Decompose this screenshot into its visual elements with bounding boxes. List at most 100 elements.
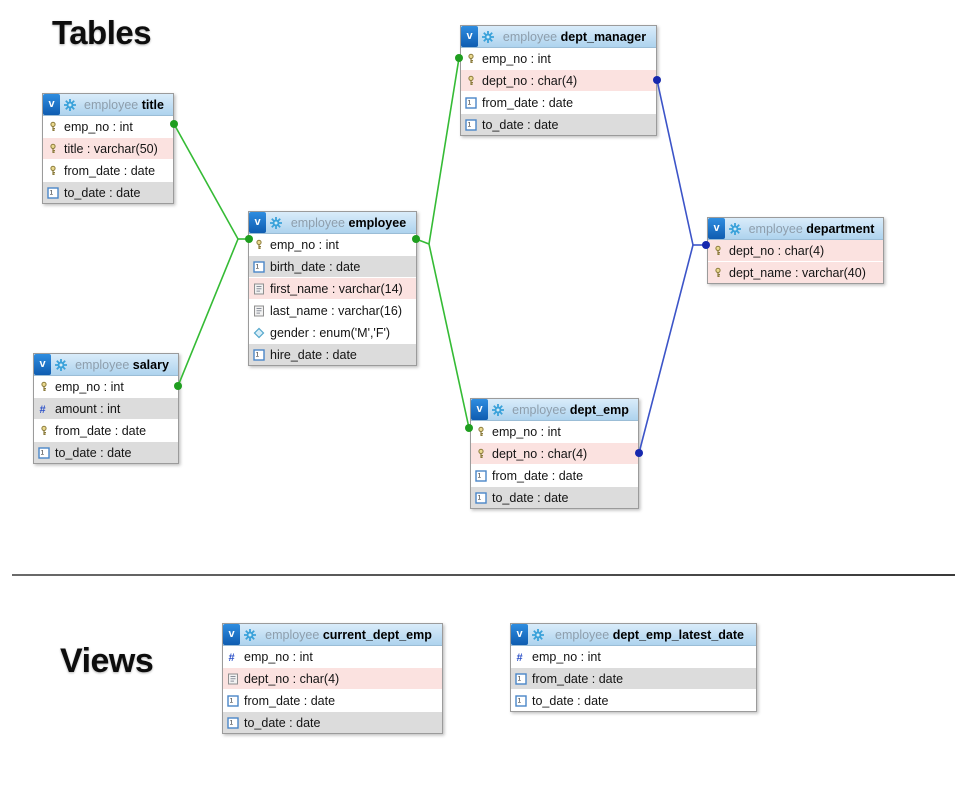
calendar-icon: 1 — [475, 469, 487, 482]
view-structure-toggle-icon[interactable]: v — [511, 624, 528, 645]
key-icon — [38, 425, 50, 437]
key-icon — [47, 143, 59, 155]
svg-text:1: 1 — [468, 121, 472, 128]
column-row: last_name : varchar(16) — [249, 300, 416, 322]
table-card-title[interactable]: v employee title emp_no : int title : varch… — [42, 93, 174, 204]
schema-name: employee — [502, 29, 558, 44]
calendar-icon: 1 — [475, 491, 487, 504]
svg-text:1: 1 — [50, 189, 54, 196]
view-structure-toggle-icon[interactable]: v — [249, 212, 266, 233]
hash-icon: # — [515, 651, 527, 664]
column-row: 1 to_date : date — [43, 182, 173, 203]
schema-name: employee — [555, 627, 610, 642]
svg-text:1: 1 — [256, 263, 260, 270]
view-structure-toggle-icon[interactable]: v — [708, 218, 725, 239]
key-icon — [47, 165, 59, 177]
column-label: emp_no : int — [482, 51, 551, 66]
column-row: from_date : date — [34, 420, 178, 442]
view-card-dept_emp_latest_date[interactable]: v employee dept_emp_latest_date #emp_no : … — [510, 623, 757, 712]
table-name: dept_emp — [569, 402, 629, 417]
table-title: employee current_dept_emp — [257, 628, 442, 642]
table-card-salary[interactable]: v employee salary emp_no : int #amount : in… — [33, 353, 179, 464]
table-name: department — [806, 221, 875, 236]
table-title: employee dept_emp_latest_date — [545, 628, 756, 642]
gear-icon[interactable] — [481, 30, 495, 44]
table-name: dept_manager — [560, 29, 647, 44]
gear-icon[interactable] — [269, 216, 283, 230]
column-label: title : varchar(50) — [64, 141, 158, 156]
view-structure-toggle-icon[interactable]: v — [461, 26, 478, 47]
schema-name: employee — [748, 221, 803, 236]
column-row: dept_no : char(4) — [471, 443, 638, 465]
view-structure-toggle-icon[interactable]: v — [223, 624, 240, 645]
column-row: emp_no : int — [471, 421, 638, 443]
key-icon — [475, 426, 487, 438]
calendar-icon: 1 — [227, 716, 239, 729]
column-row: gender : enum('M','F') — [249, 322, 416, 344]
schema-name: employee — [84, 97, 139, 112]
view-structure-toggle-icon[interactable]: v — [471, 399, 488, 420]
view-structure-toggle-icon[interactable]: v — [34, 354, 51, 375]
column-label: last_name : varchar(16) — [270, 303, 403, 318]
column-row: emp_no : int — [249, 234, 416, 256]
gear-icon[interactable] — [728, 222, 742, 236]
relationship-line — [428, 243, 470, 429]
table-header[interactable]: v employee dept_emp_latest_date — [511, 624, 756, 646]
column-label: emp_no : int — [55, 379, 124, 394]
column-row: 1 from_date : date — [471, 465, 638, 487]
table-card-dept_manager[interactable]: v employee dept_manager emp_no : int dept_n… — [460, 25, 657, 136]
gear-icon[interactable] — [54, 358, 68, 372]
table-name: employee — [348, 215, 407, 230]
column-row: from_date : date — [43, 160, 173, 182]
svg-text:1: 1 — [478, 472, 482, 479]
calendar-icon: 1 — [253, 260, 265, 273]
text-icon — [253, 283, 265, 295]
gear-icon[interactable] — [491, 403, 505, 417]
column-row: emp_no : int — [43, 116, 173, 138]
table-header[interactable]: v employee current_dept_emp — [223, 624, 442, 646]
relationship-line — [656, 79, 694, 246]
table-title: employee dept_manager — [495, 30, 656, 44]
table-header[interactable]: v employee department — [708, 218, 883, 240]
column-row: dept_no : char(4) — [223, 668, 442, 690]
svg-text:#: # — [40, 404, 46, 415]
gear-icon[interactable] — [243, 628, 257, 642]
table-header[interactable]: v employee salary — [34, 354, 178, 376]
gear-icon[interactable] — [63, 98, 77, 112]
key-icon — [465, 53, 477, 65]
key-icon — [712, 267, 724, 279]
column-row: dept_no : char(4) — [461, 70, 656, 92]
column-row: #amount : int — [34, 398, 178, 420]
column-row: dept_name : varchar(40) — [708, 262, 883, 283]
table-header[interactable]: v employee dept_manager — [461, 26, 656, 48]
svg-text:1: 1 — [468, 99, 472, 106]
table-header[interactable]: v employee title — [43, 94, 173, 116]
column-label: from_date : date — [244, 693, 336, 708]
table-title: employee title — [77, 98, 173, 112]
svg-text:1: 1 — [518, 675, 522, 682]
table-name: title — [141, 97, 164, 112]
svg-text:1: 1 — [518, 697, 522, 704]
column-row: #emp_no : int — [511, 646, 756, 668]
relationship-line — [415, 238, 430, 245]
column-label: to_date : date — [64, 185, 141, 200]
column-label: from_date : date — [492, 468, 584, 483]
table-title: employee salary — [68, 358, 178, 372]
gear-icon[interactable] — [531, 628, 545, 642]
view-structure-toggle-icon[interactable]: v — [43, 94, 60, 115]
calendar-icon: 1 — [515, 672, 527, 685]
column-label: to_date : date — [244, 715, 321, 730]
column-label: from_date : date — [532, 671, 624, 686]
